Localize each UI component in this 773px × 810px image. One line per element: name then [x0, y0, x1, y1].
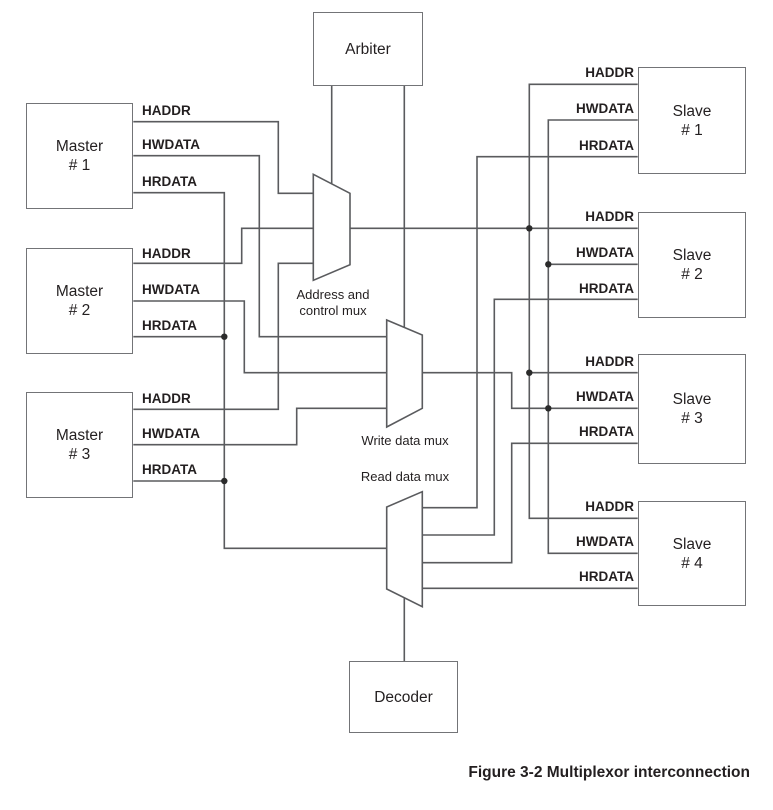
slave-haddr-bus: [528, 83, 638, 520]
master3-hrdata-label: HRDATA: [142, 462, 197, 477]
master3-number: # 3: [68, 446, 91, 463]
master1-haddr-label: HADDR: [142, 103, 191, 118]
slave2-hrdata-label: HRDATA: [579, 281, 634, 296]
master1-number: # 1: [68, 157, 91, 174]
junction-dot-slave2-haddr: [526, 225, 533, 232]
arbiter-label: Arbiter: [345, 40, 391, 58]
read-data-mux-shape: [385, 490, 424, 608]
slave4-number: # 4: [681, 554, 703, 572]
slave1-box: Slave # 1: [638, 67, 746, 174]
address-control-mux-shape: [312, 172, 351, 282]
master2-haddr-wire: [133, 227, 314, 265]
master1-haddr-wire: [133, 120, 314, 195]
master1-hwdata-label: HWDATA: [142, 137, 200, 152]
slave4-haddr-label: HADDR: [585, 499, 634, 514]
write-data-mux-label: Write data mux: [361, 433, 449, 448]
master1-hrdata-label: HRDATA: [142, 174, 197, 189]
junction-dot-master3-hrdata: [221, 477, 228, 485]
decoder-label: Decoder: [374, 688, 433, 706]
read-data-mux-label: Read data mux: [360, 469, 450, 484]
master2-hwdata-wire: [133, 300, 387, 374]
slave4-hwdata-label: HWDATA: [576, 534, 634, 549]
address-control-mux-label-line1: Address and: [296, 287, 370, 302]
slave1-hrdata-wire: [422, 155, 638, 509]
master3-box: Master # 3: [26, 392, 133, 498]
read-mux-output-bus: [133, 191, 387, 550]
slave3-hrdata-wire: [422, 442, 638, 564]
slave2-name: Slave: [672, 247, 712, 264]
slave1-haddr-label: HADDR: [585, 65, 634, 80]
figure-caption: Figure 3-2 Multiplexor interconnection: [468, 764, 750, 781]
junction-dot-slave3-hwdata: [545, 405, 552, 412]
master2-hwdata-label: HWDATA: [142, 282, 200, 297]
slave4-name: Slave: [672, 535, 712, 553]
master3-hwdata-wire: [133, 407, 387, 446]
junction-dot-slave2-hwdata: [545, 261, 552, 268]
slave1-number: # 1: [681, 121, 703, 139]
slave1-hwdata-label: HWDATA: [576, 101, 634, 116]
decoder-box: Decoder: [349, 661, 458, 733]
slave4-hrdata-label: HRDATA: [579, 569, 634, 584]
master1-hwdata-wire: [133, 154, 387, 338]
slave3-box: Slave # 3: [638, 354, 746, 464]
slave3-haddr-label: HADDR: [585, 354, 634, 369]
slave2-hrdata-wire: [422, 298, 638, 536]
master3-hwdata-label: HWDATA: [142, 426, 200, 441]
slave1-hrdata-label: HRDATA: [579, 138, 634, 153]
slave-hwdata-bus: [547, 119, 638, 555]
slave3-hwdata-label: HWDATA: [576, 389, 634, 404]
write-mux-output-wire: [422, 371, 638, 410]
slave2-hwdata-label: HWDATA: [576, 245, 634, 260]
address-control-mux-label-line2: control mux: [299, 302, 367, 318]
master3-haddr-label: HADDR: [142, 391, 191, 406]
arbiter-box: Arbiter: [313, 12, 423, 86]
slave2-number: # 2: [681, 266, 703, 283]
slave1-name: Slave: [672, 102, 712, 120]
master2-box: Master # 2: [26, 248, 133, 354]
slave3-number: # 3: [681, 410, 703, 427]
master3-haddr-wire: [133, 262, 314, 411]
slave2-box: Slave # 2: [638, 212, 746, 318]
junction-dot-master2-hrdata: [221, 333, 228, 340]
master2-name: Master: [55, 283, 104, 300]
address-control-mux-label: Address and control mux: [276, 287, 390, 318]
master3-name: Master: [55, 427, 104, 444]
master1-box: Master # 1: [26, 103, 133, 209]
slave3-name: Slave: [672, 391, 712, 408]
slave2-haddr-label: HADDR: [585, 209, 634, 224]
slave3-hrdata-label: HRDATA: [579, 424, 634, 439]
master2-number: # 2: [68, 302, 91, 319]
master1-name: Master: [55, 138, 104, 155]
slave4-box: Slave # 4: [638, 501, 746, 606]
master2-haddr-label: HADDR: [142, 246, 191, 261]
write-data-mux-shape: [385, 318, 424, 429]
master2-hrdata-label: HRDATA: [142, 318, 197, 333]
junction-dot-slave3-haddr: [526, 369, 533, 376]
